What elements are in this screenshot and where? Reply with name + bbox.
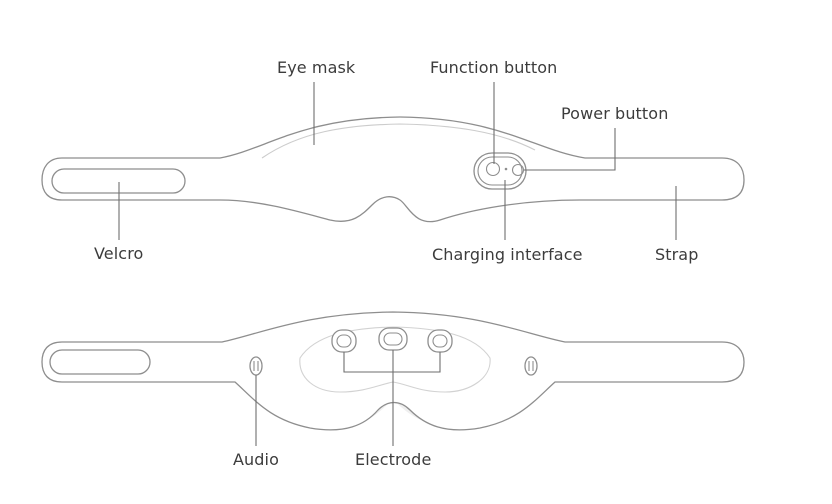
label-electrode: Electrode [355,450,432,469]
electrode-left [331,329,357,353]
label-function-button: Function button [430,58,558,77]
label-eye-mask: Eye mask [277,58,356,77]
back-velcro-pad [49,349,151,375]
audio-port-left [249,356,263,376]
label-velcro: Velcro [94,244,144,263]
back-mask-inner-cushion [299,326,491,393]
leader-electrode-bracket [343,352,441,373]
electrode-right [427,329,453,353]
front-mask-outline [41,116,745,223]
front-mask-inner-line [261,123,536,159]
electrode-center [378,327,408,351]
label-charging-interface: Charging interface [432,245,583,264]
audio-port-right [524,356,538,376]
label-audio: Audio [233,450,279,469]
front-view [41,82,745,240]
button-module [473,152,527,190]
label-power-button: Power button [561,104,669,123]
label-strap: Strap [655,245,699,264]
back-view [41,311,745,446]
leader-power-button [524,128,616,171]
